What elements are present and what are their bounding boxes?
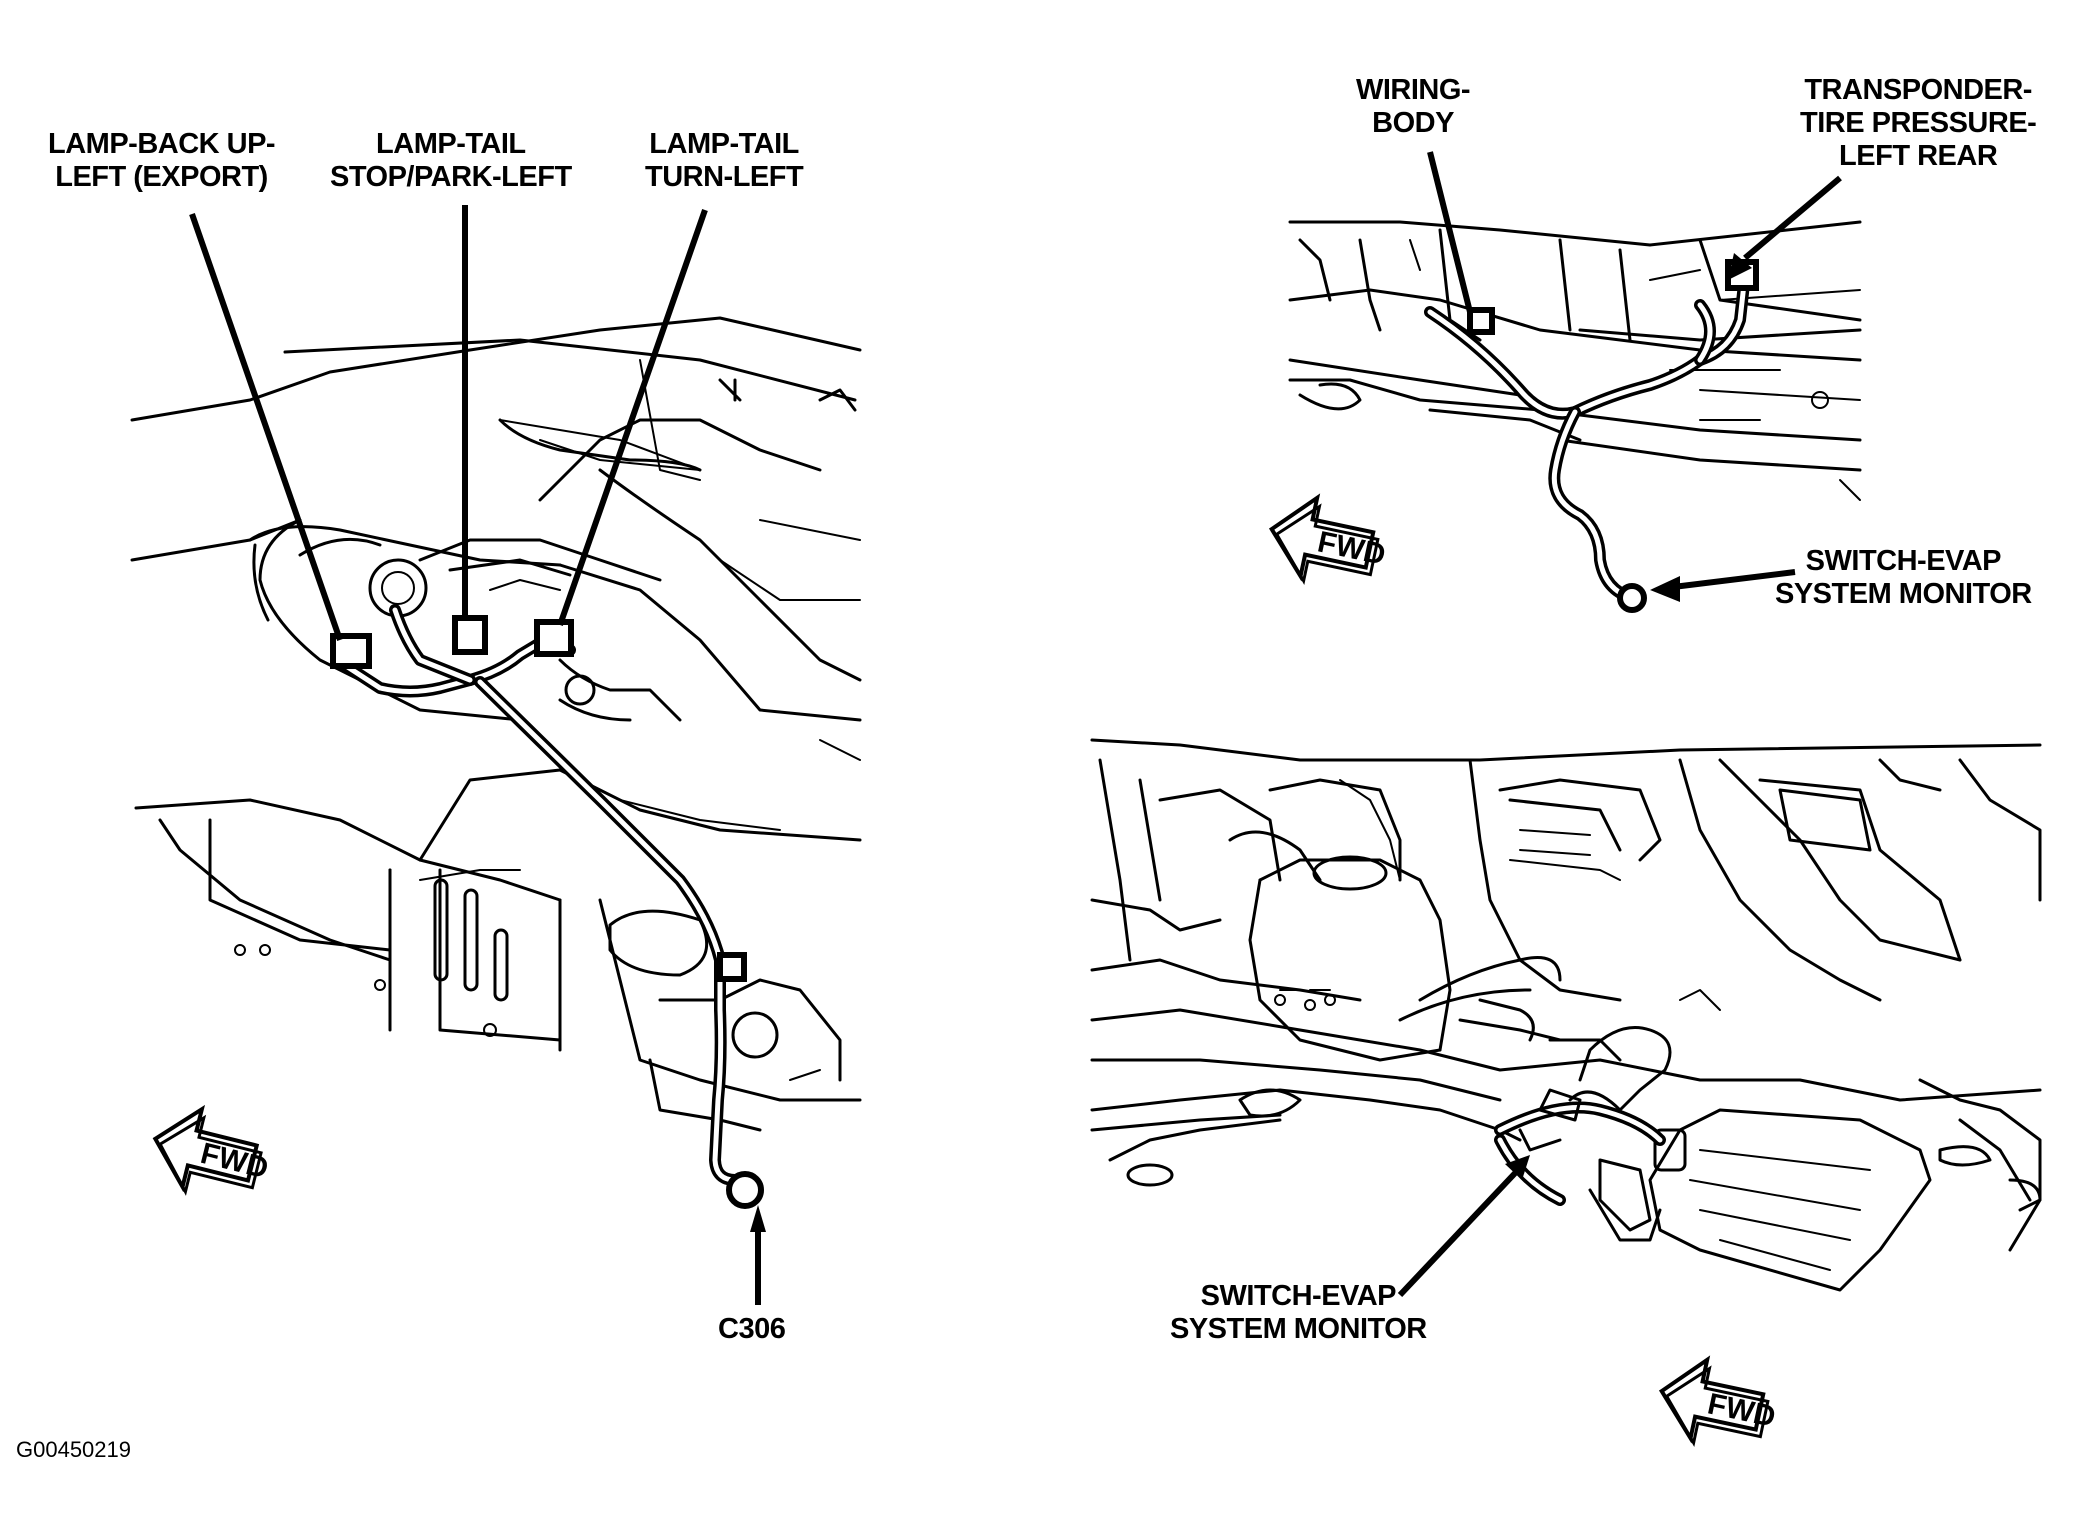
lamp-backup-connector [330,633,372,669]
top-right-panel-drawing: FWD [1268,151,1862,613]
label-evap-upper-line2: SYSTEM MONITOR [1775,578,2032,610]
label-wiring-body-line1: WIRING- [1356,74,1471,106]
wiring-body-clip [1467,307,1495,335]
label-transponder: TRANSPONDER- TIRE PRESSURE- LEFT REAR [1800,74,2037,173]
label-lamp-tail-turn-line2: TURN-LEFT [645,161,804,193]
evap-switch-upper [1617,583,1647,613]
left-panel-drawing: FWD [130,205,862,1305]
label-lamp-backup-line2: LEFT (EXPORT) [55,161,268,193]
harness-clip [717,952,747,982]
label-transponder-line3: LEFT REAR [1839,140,1998,172]
lamp-tail-turn-connector [534,619,574,657]
label-evap-upper-line1: SWITCH-EVAP [1805,545,2002,577]
label-lamp-tail-stop-line2: STOP/PARK-LEFT [330,161,572,193]
c306-connector [726,1171,764,1209]
label-lamp-backup-line1: LAMP-BACK UP- [48,128,276,160]
fwd-arrow-icon: FWD [1658,1355,1778,1448]
label-c306: C306 [718,1313,786,1345]
label-lamp-tail-turn: LAMP-TAIL TURN-LEFT [645,128,804,194]
label-lamp-backup: LAMP-BACK UP- LEFT (EXPORT) [48,128,276,194]
label-evap-lower: SWITCH-EVAP SYSTEM MONITOR [1170,1280,1427,1346]
label-transponder-line1: TRANSPONDER- [1804,74,2032,106]
label-wiring-body-line2: BODY [1372,107,1454,139]
label-wiring-body: WIRING- BODY [1356,74,1471,140]
fwd-arrow-icon: FWD [1268,493,1388,586]
label-lamp-tail-turn-line1: LAMP-TAIL [649,128,799,160]
fwd-arrow-icon: FWD [152,1104,272,1196]
lamp-tail-stop-connector [452,615,488,655]
label-lamp-tail-stop: LAMP-TAIL STOP/PARK-LEFT [330,128,572,194]
label-evap-lower-line2: SYSTEM MONITOR [1170,1313,1427,1345]
label-evap-lower-line1: SWITCH-EVAP [1200,1280,1397,1312]
figure-id: G00450219 [16,1437,131,1462]
label-lamp-tail-stop-line1: LAMP-TAIL [376,128,526,160]
bottom-right-panel-drawing: FWD [1090,738,2042,1448]
label-evap-upper: SWITCH-EVAP SYSTEM MONITOR [1775,545,2032,611]
label-transponder-line2: TIRE PRESSURE- [1800,107,2037,139]
